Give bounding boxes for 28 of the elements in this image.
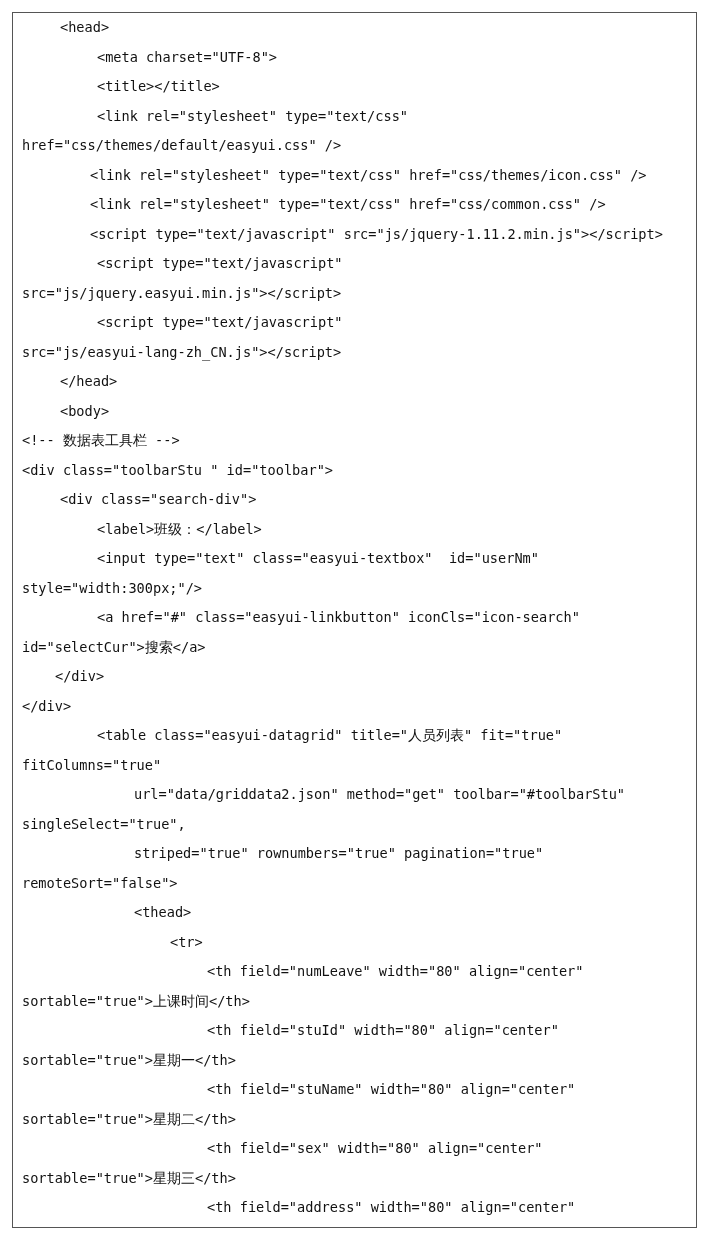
code-line: <label>班级：</label> <box>96 519 263 539</box>
code-line: <link rel="stylesheet" type="text/css" href="css/themes/icon.css" /> <box>89 165 648 185</box>
code-line: <a href="#" class="easyui-linkbutton" iconCls="icon-search" id="selectCur">搜索</a> <box>22 608 581 657</box>
code-line: <th field="numLeave" width="80" align="center" sortable="true">上课时间</th> <box>22 962 585 1011</box>
code-line: <th field="sex" width="80" align="center" sortable="true">星期三</th> <box>22 1139 544 1188</box>
code-line: <head> <box>59 18 111 37</box>
code-line: <link rel="stylesheet" type="text/css" href="css/common.css" /> <box>89 195 607 214</box>
code-line: </div> <box>22 696 73 716</box>
code-line: <table class="easyui-datagrid" title="人员列表" fit="true" fitColumns="true" <box>22 726 564 775</box>
code-line: <script type="text/javascript" src="js/jquery.easyui.min.js"></script> <box>22 254 344 303</box>
code-line: <div class="toolbarStu " id="toolbar"> <box>22 460 334 480</box>
code-line: striped="true" rownumbers="true" pagination="true" remoteSort="false"> <box>22 844 545 893</box>
code-line: </div> <box>54 667 106 686</box>
code-line: <th field="address" width="80" align="center" <box>206 1198 577 1217</box>
code-line: <tr> <box>169 932 204 952</box>
code-line: <input type="text" class="easyui-textbox" id="userNm" style="width:300px;"/> <box>22 549 540 598</box>
code-line: <meta charset="UTF-8"> <box>96 47 279 67</box>
code-line: <title></title> <box>96 77 221 96</box>
code-line: <th field="stuId" width="80" align="center" sortable="true">星期一</th> <box>22 1021 560 1070</box>
code-line: <th field="stuName" width="80" align="center" sortable="true">星期二</th> <box>22 1080 577 1129</box>
code-line: <link rel="stylesheet" type="text/css" href="css/themes/default/easyui.css" /> <box>22 106 409 155</box>
code-line: <script type="text/javascript" src="js/jquery-1.11.2.min.js"></script> <box>89 224 664 244</box>
code-line: </head> <box>59 372 119 391</box>
code-line: <script type="text/javascript" src="js/easyui-lang-zh_CN.js"></script> <box>22 313 344 363</box>
code-line: <thead> <box>133 903 193 922</box>
code-line: <div class="search-div"> <box>59 490 258 509</box>
code-line: <body> <box>59 401 111 421</box>
code-line: <!-- 数据表工具栏 --> <box>22 431 181 450</box>
